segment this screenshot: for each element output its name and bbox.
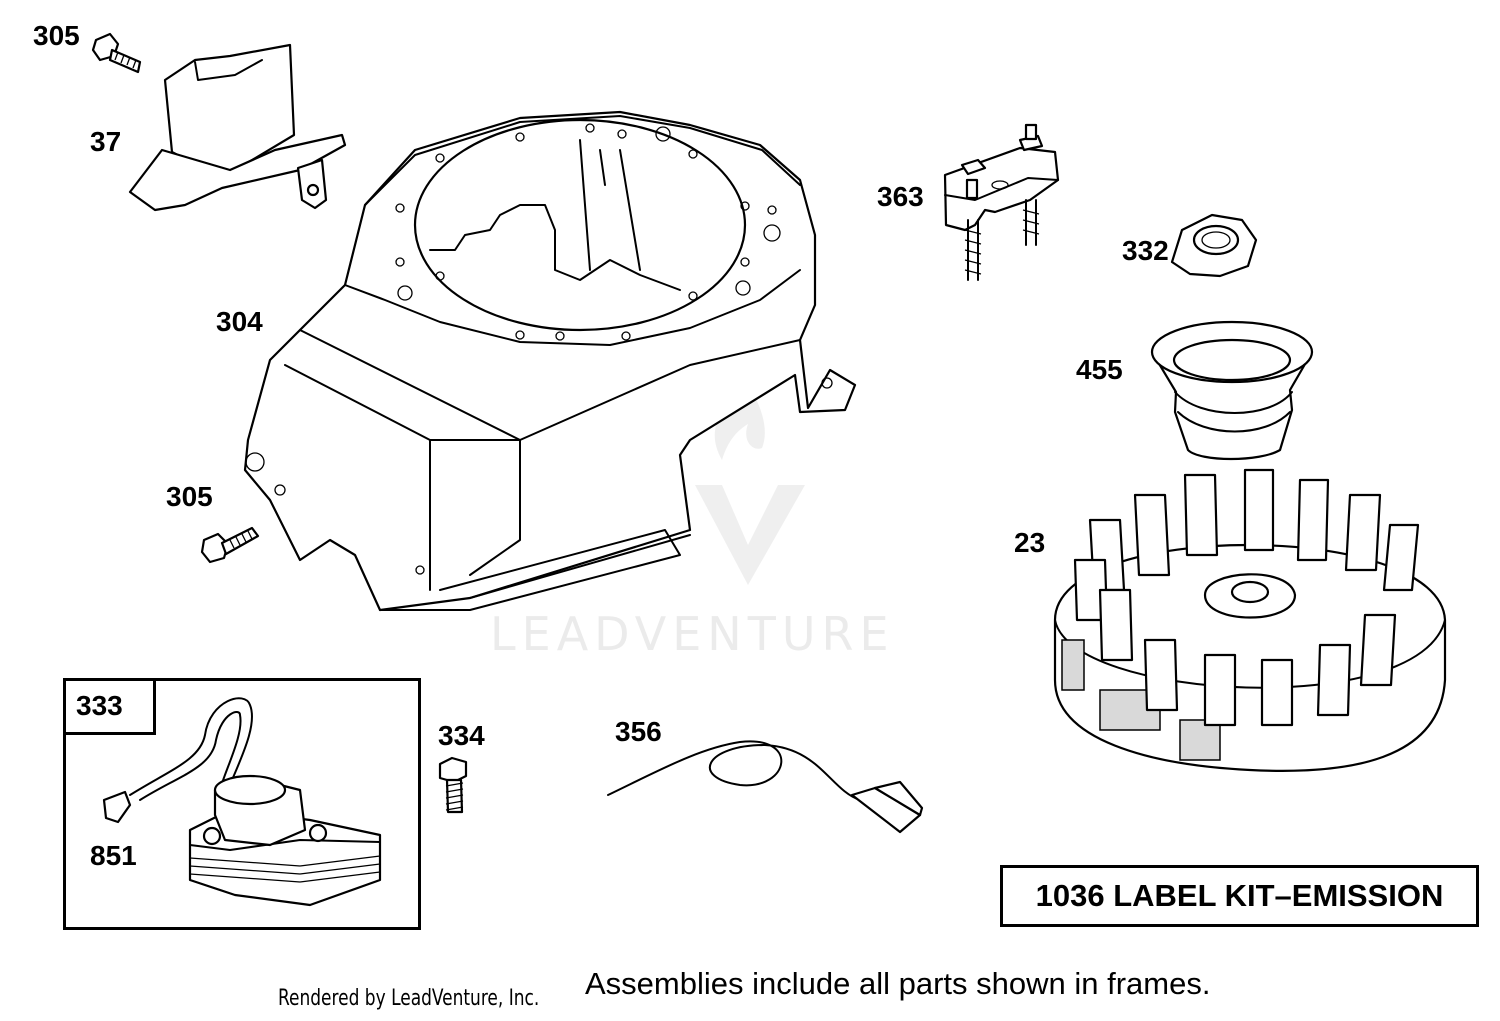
callout-363: 363 [877, 181, 924, 212]
callout-332: 332 [1122, 235, 1169, 266]
callout-356: 356 [615, 716, 662, 747]
callout-333: 333 [76, 690, 123, 721]
screw-305-top [91, 32, 142, 74]
render-credit: Rendered by LeadVenture, Inc. [278, 986, 540, 1011]
cup-455 [1150, 320, 1314, 461]
baffle-37 [128, 43, 347, 212]
assembly-frame-333: 333 [63, 678, 421, 930]
callout-37: 37 [90, 126, 122, 157]
frames-note: Assemblies include all parts shown in fr… [585, 966, 1211, 1001]
label-kit-box: 1036 LABEL KIT–EMISSION [1000, 865, 1479, 927]
screw-334 [438, 756, 468, 814]
label-kit-text: 1036 LABEL KIT–EMISSION [1035, 878, 1444, 913]
callout-305-top: 305 [33, 20, 80, 51]
flywheel-23 [1053, 468, 1447, 772]
screw-305-mid [200, 526, 260, 564]
wire-356 [607, 740, 924, 834]
callout-851: 851 [90, 840, 137, 871]
blower-housing-304 [243, 110, 857, 612]
bracket-363 [943, 123, 1060, 281]
callout-304: 304 [216, 306, 263, 337]
callout-334: 334 [438, 720, 485, 751]
callout-23: 23 [1014, 527, 1046, 558]
callout-455: 455 [1076, 354, 1123, 385]
ignition-coil-333 [102, 697, 382, 907]
watermark-text: LEADVENTURE [490, 607, 895, 661]
frame-tab: 333 [66, 681, 156, 735]
callout-305-mid: 305 [166, 481, 213, 512]
nut-332 [1170, 213, 1258, 278]
